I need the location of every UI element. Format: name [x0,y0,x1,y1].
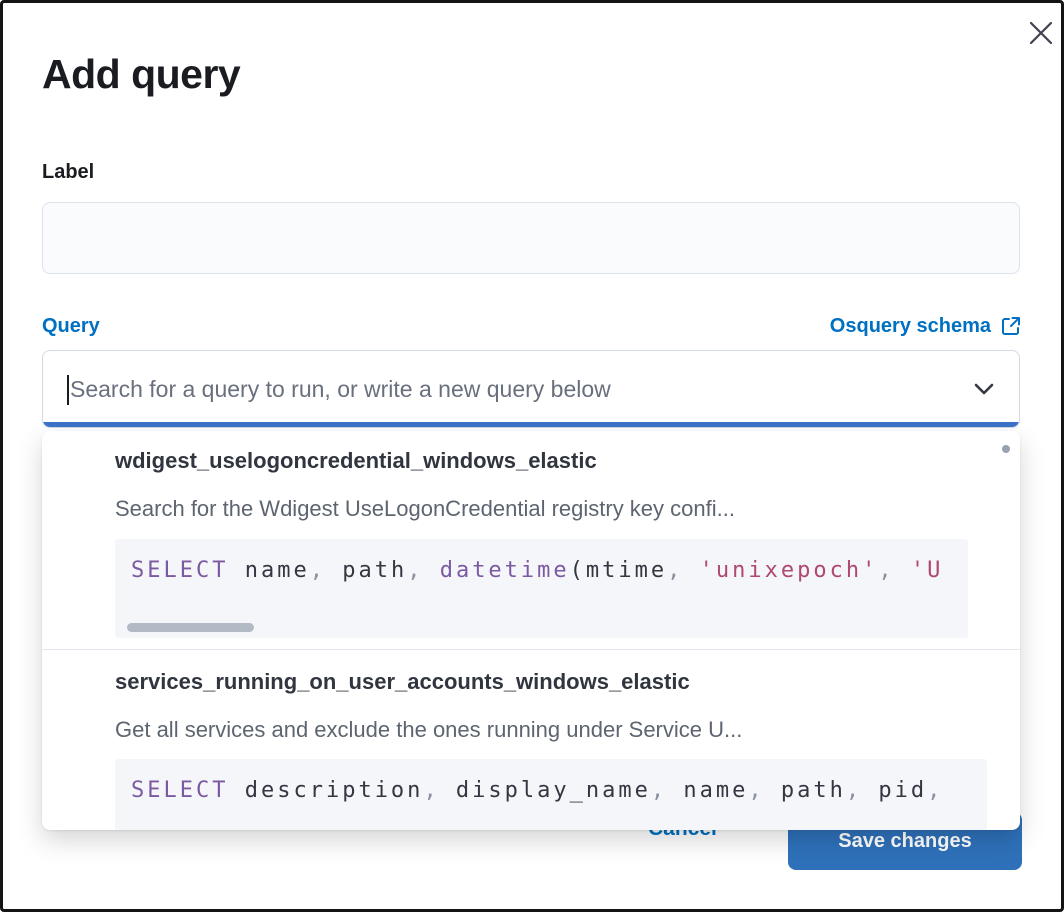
label-input[interactable] [42,202,1020,274]
code-token: , [650,778,668,803]
osquery-schema-link-label: Osquery schema [829,315,991,337]
code-token: , [407,558,424,583]
query-option-description: Search for the Wdigest UseLogonCredentia… [115,496,735,521]
code-token: display_name [439,778,651,803]
code-token: , [845,778,863,803]
code-token: name [667,778,749,803]
query-option-title: wdigest_uselogoncredential_windows_elast… [115,448,597,473]
code-token: , [309,558,326,583]
query-field-label: Query [42,315,100,337]
code-token: SELECT [131,558,229,583]
code-token: 'unixepoch' [683,558,879,583]
code-horizontal-scrollbar[interactable] [127,623,254,632]
code-token: description [228,778,424,803]
code-token: , [748,778,765,803]
chevron-down-icon[interactable] [971,376,997,402]
code-token: path [325,558,408,583]
query-option-description: Get all services and exclude the ones ru… [115,717,743,742]
code-token: , [927,778,944,803]
external-link-icon [1002,317,1020,335]
close-icon-glyph [1029,21,1053,45]
modal-title: Add query [42,51,241,97]
code-token: path [764,778,846,803]
query-suggestions-dropdown: wdigest_uselogoncredential_windows_elast… [42,431,1020,830]
code-token: 'U [894,558,944,583]
code-token: (mtime [569,558,668,583]
code-token: , [423,778,440,803]
query-option-sql: SELECT description, display_name, name, … [115,759,987,830]
query-option-services[interactable]: services_running_on_user_accounts_window… [42,649,1020,830]
query-search-input[interactable] [43,351,1019,427]
label-field-label: Label [42,161,95,183]
query-combobox [42,350,1020,428]
text-cursor [67,375,69,405]
close-icon[interactable] [1023,15,1059,51]
query-option-title: services_running_on_user_accounts_window… [115,669,690,694]
code-token: SELECT [131,778,229,803]
code-token: , [667,558,684,583]
osquery-schema-link[interactable]: Osquery schema [830,313,1022,339]
dropdown-scrollbar-thumb[interactable] [1002,445,1010,453]
query-option-sql: SELECT name, path, datetime(mtime, 'unix… [115,539,968,638]
code-token: pid [862,778,928,803]
query-option-wdigest[interactable]: wdigest_uselogoncredential_windows_elast… [42,431,1020,649]
code-token: name [228,558,310,583]
code-token: , [878,558,895,583]
code-token: datetime [423,558,570,583]
